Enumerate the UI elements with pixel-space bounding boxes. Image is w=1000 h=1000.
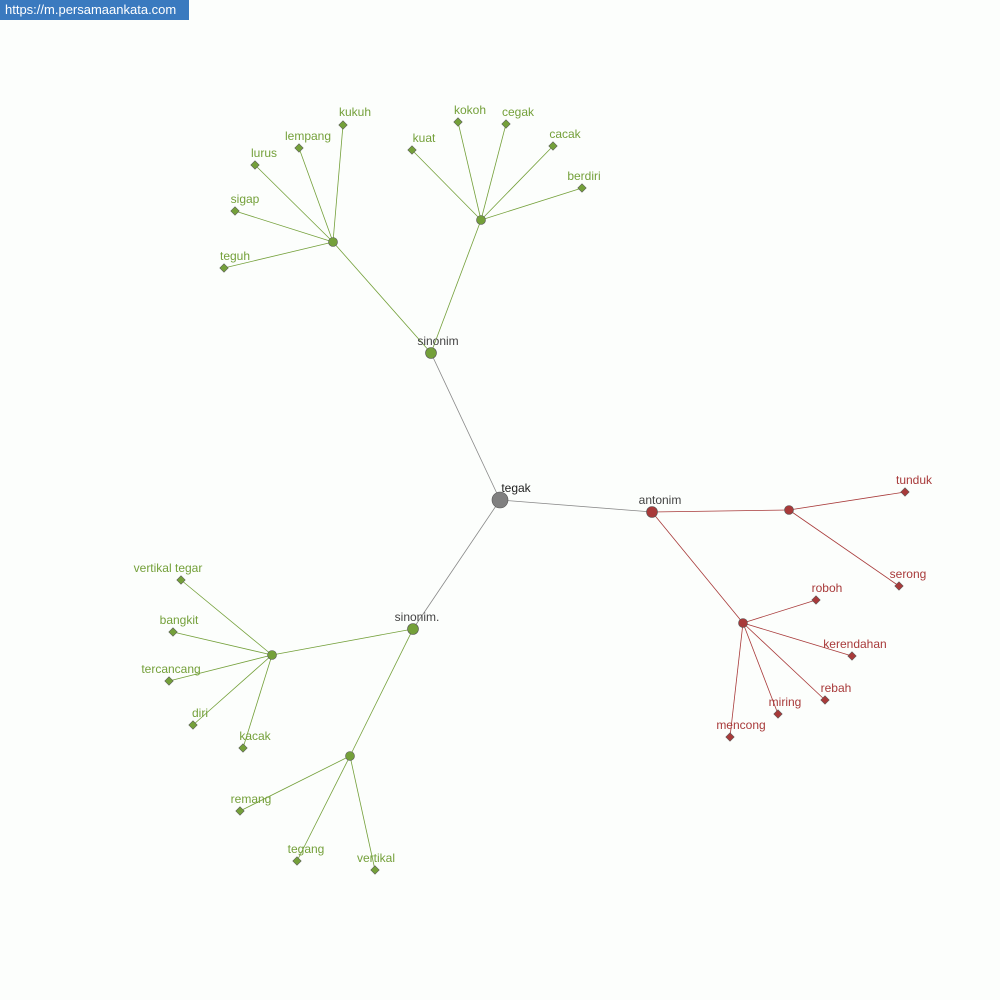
word-node[interactable]	[294, 143, 304, 153]
edge-leaf	[480, 187, 583, 221]
word-label[interactable]: berdiri	[567, 169, 600, 183]
word-node[interactable]	[725, 732, 735, 742]
edge-leaf	[788, 491, 906, 511]
word-label[interactable]: lempang	[285, 129, 331, 143]
edge-leaf	[239, 755, 351, 812]
edge-root-synonym	[412, 499, 501, 630]
cluster-node[interactable]	[345, 751, 355, 761]
edge-leaf	[788, 509, 900, 587]
word-node[interactable]	[238, 743, 248, 753]
word-node[interactable]	[501, 119, 511, 129]
word-label[interactable]: miring	[769, 695, 802, 709]
word-node[interactable]	[164, 676, 174, 686]
edge-cluster	[651, 511, 744, 624]
word-label[interactable]: bangkit	[160, 613, 199, 627]
word-label[interactable]: vertikal tegar	[134, 561, 203, 575]
word-node[interactable]	[250, 160, 260, 170]
word-node[interactable]	[230, 206, 240, 216]
word-label[interactable]: tunduk	[896, 473, 933, 487]
cluster-node[interactable]	[784, 505, 794, 515]
word-node[interactable]	[548, 141, 558, 151]
word-node[interactable]	[235, 806, 245, 816]
edge-leaf	[223, 241, 334, 269]
edge-root-antonym	[499, 499, 653, 513]
group-node-antonym[interactable]	[646, 506, 658, 518]
edge-leaf	[457, 121, 482, 221]
group-label[interactable]: sinonim.	[395, 610, 440, 624]
edge-leaf	[742, 599, 817, 624]
word-label[interactable]: teguh	[220, 249, 250, 263]
word-node[interactable]	[338, 120, 348, 130]
word-node[interactable]	[292, 856, 302, 866]
cluster-node[interactable]	[267, 650, 277, 660]
edge-leaf	[192, 654, 273, 726]
edge-leaf	[742, 622, 826, 701]
edge-leaf	[349, 755, 376, 871]
edge-leaf	[742, 622, 779, 715]
cluster-node[interactable]	[476, 215, 486, 225]
root-node[interactable]	[491, 491, 509, 509]
root-label[interactable]: tegak	[501, 481, 531, 495]
cluster-node[interactable]	[738, 618, 748, 628]
edge-leaf	[254, 164, 334, 243]
word-node[interactable]	[894, 581, 904, 591]
group-node-synonym[interactable]	[425, 347, 437, 359]
edge-leaf	[332, 124, 344, 243]
word-node[interactable]	[847, 651, 857, 661]
word-label[interactable]: diri	[192, 706, 208, 720]
edge-leaf	[168, 654, 273, 682]
edge-cluster	[332, 241, 432, 354]
word-label[interactable]: kukuh	[339, 105, 371, 119]
word-label[interactable]: remang	[231, 792, 272, 806]
word-node[interactable]	[168, 627, 178, 637]
edge-leaf	[296, 755, 351, 862]
word-label[interactable]: tercancang	[141, 662, 200, 676]
group-node-synonym[interactable]	[407, 623, 419, 635]
group-label[interactable]: sinonim	[417, 334, 458, 348]
cluster-node[interactable]	[328, 237, 338, 247]
group-label[interactable]: antonim	[639, 493, 682, 507]
word-label[interactable]: kuat	[413, 131, 436, 145]
edge-cluster	[349, 628, 414, 757]
edge-leaf	[180, 579, 273, 656]
edge-cluster	[651, 509, 790, 513]
word-node[interactable]	[370, 865, 380, 875]
word-node[interactable]	[811, 595, 821, 605]
word-label[interactable]: serong	[890, 567, 927, 581]
word-node[interactable]	[820, 695, 830, 705]
edge-leaf	[242, 654, 273, 749]
word-node[interactable]	[453, 117, 463, 127]
word-label[interactable]: lurus	[251, 146, 277, 160]
word-node[interactable]	[219, 263, 229, 273]
word-node[interactable]	[176, 575, 186, 585]
edge-root-synonym	[430, 352, 501, 501]
word-node[interactable]	[900, 487, 910, 497]
word-node[interactable]	[188, 720, 198, 730]
word-label[interactable]: kokoh	[454, 103, 486, 117]
word-label[interactable]: kerendahan	[823, 637, 886, 651]
edge-leaf	[742, 622, 853, 657]
edge-leaf	[298, 147, 334, 243]
edge-cluster	[430, 219, 482, 354]
site-url-link[interactable]: https://m.persamaankata.com	[0, 0, 189, 20]
word-label[interactable]: vertikal	[357, 851, 395, 865]
word-label[interactable]: cegak	[502, 105, 535, 119]
word-label[interactable]: mencong	[716, 718, 765, 732]
edge-leaf	[172, 631, 273, 656]
word-node[interactable]	[577, 183, 587, 193]
edge-leaf	[729, 622, 744, 738]
word-node[interactable]	[407, 145, 417, 155]
edge-leaf	[480, 145, 554, 221]
word-label[interactable]: tegang	[288, 842, 325, 856]
word-label[interactable]: roboh	[812, 581, 843, 595]
edge-leaf	[234, 210, 334, 243]
word-label[interactable]: cacak	[549, 127, 581, 141]
word-label[interactable]: sigap	[231, 192, 260, 206]
word-label[interactable]: kacak	[239, 729, 271, 743]
edge-cluster	[271, 628, 414, 656]
edge-leaf	[411, 149, 482, 221]
word-label[interactable]: rebah	[821, 681, 852, 695]
word-node[interactable]	[773, 709, 783, 719]
edge-leaf	[480, 123, 507, 221]
